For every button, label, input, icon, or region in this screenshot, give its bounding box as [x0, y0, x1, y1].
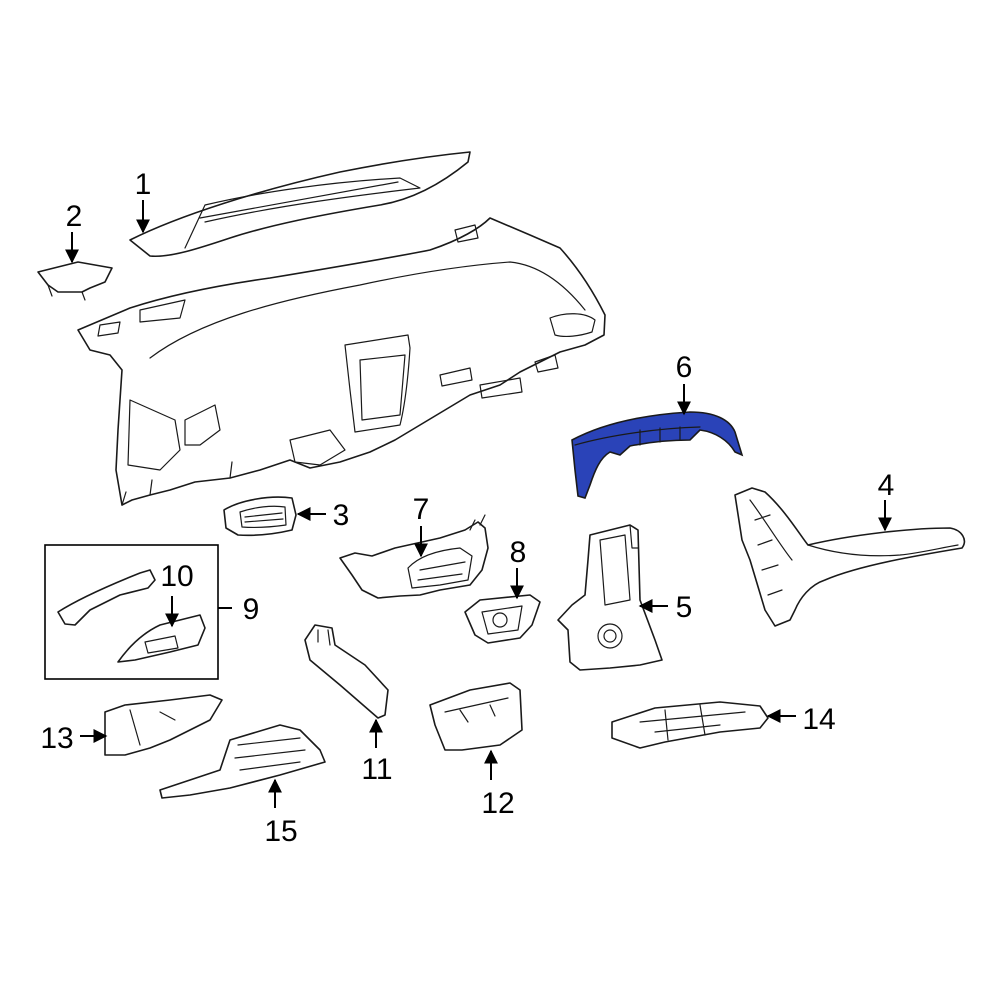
callout-12: 12 — [481, 787, 514, 820]
callout-13: 13 — [40, 722, 73, 755]
callout-1: 1 — [135, 168, 152, 201]
part-9-trim-strip — [57, 569, 156, 626]
callout-6: 6 — [676, 351, 693, 384]
part-7-center-bracket — [339, 514, 489, 599]
part-9-10-box — [44, 544, 219, 680]
callout-4: 4 — [878, 469, 895, 502]
part-13-lower-trim — [104, 694, 223, 756]
part-14-under-cover — [611, 701, 769, 749]
callout-15: 15 — [264, 815, 297, 848]
callout-7: 7 — [413, 493, 430, 526]
part-4-knee-trim — [734, 487, 966, 627]
callout-11: 11 — [361, 753, 392, 786]
callout-5: 5 — [676, 591, 693, 624]
callout-9: 9 — [243, 593, 260, 626]
part-15-under-cover — [159, 724, 326, 799]
instrument-panel-main — [77, 217, 606, 506]
callout-2: 2 — [66, 200, 83, 233]
leader-lines — [65, 200, 892, 808]
part-1-upper-cover — [129, 151, 471, 258]
part-2-small-lid — [37, 261, 113, 301]
callout-10: 10 — [160, 560, 193, 593]
callout-14: 14 — [802, 703, 835, 736]
part-3-vent — [223, 496, 297, 537]
part-11-trim-panel — [304, 624, 389, 719]
part-6-highlighted-cover — [571, 411, 744, 499]
callout-8: 8 — [510, 536, 527, 569]
part-5-console-panel — [557, 524, 663, 671]
callout-3: 3 — [333, 499, 350, 532]
part-12-pocket — [429, 682, 523, 751]
callout-labels: 1 2 3 4 5 6 7 8 9 10 11 12 13 14 15 — [40, 168, 894, 848]
part-8-switch-bezel — [464, 594, 541, 644]
part-10-switch-panel — [117, 614, 206, 663]
